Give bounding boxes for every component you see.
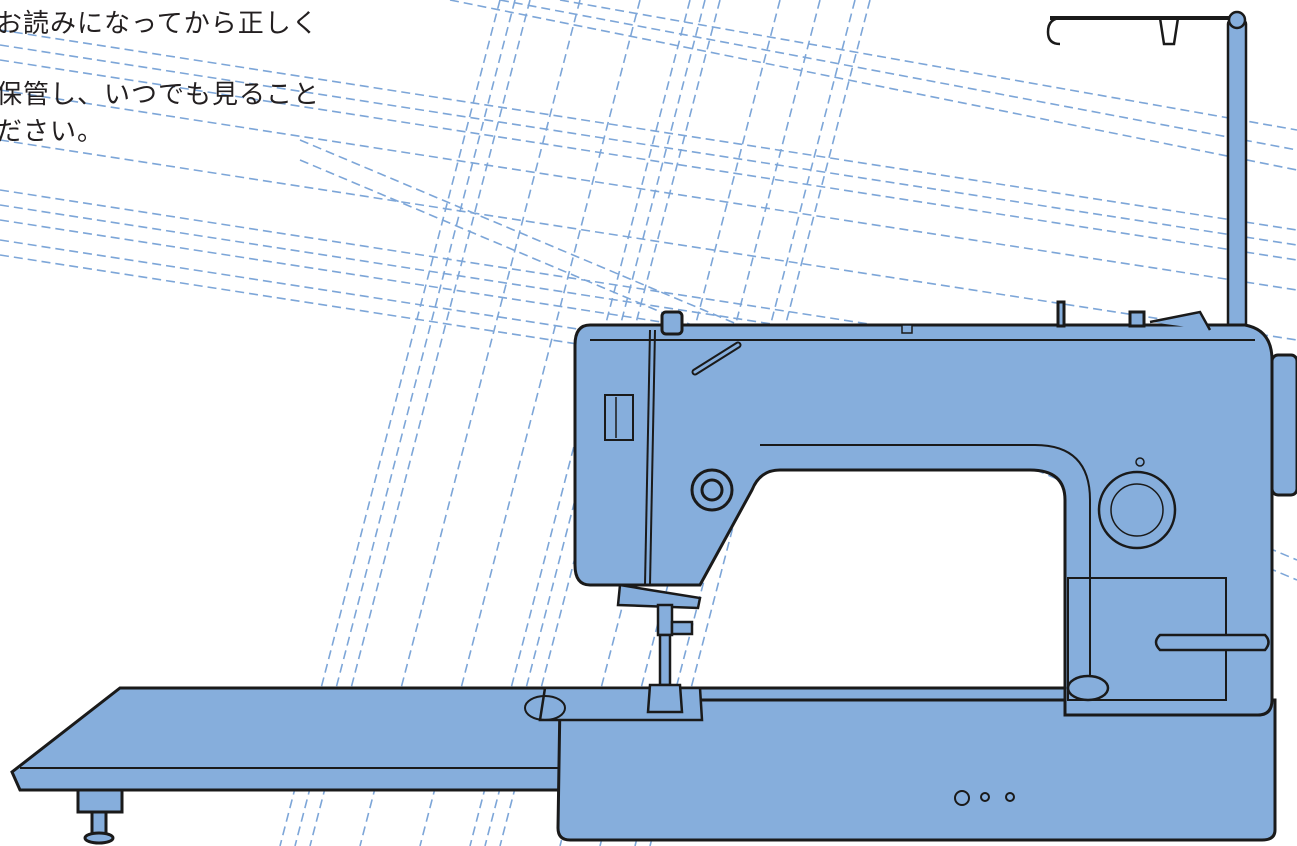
instruction-spacer (0, 43, 320, 77)
instruction-line-1: お読みになってから正しく (0, 9, 319, 39)
instruction-line-3: ださい。 (0, 116, 105, 147)
machine-body (573, 300, 1297, 717)
presser-foot-assembly (616, 583, 702, 714)
instruction-line-2: 保管し、いつでも見ること (0, 79, 321, 110)
instruction-text: お読みになってから正しく 保管し、いつでも見ること ださい。 (0, 6, 320, 151)
thread-stand (1046, 10, 1248, 332)
